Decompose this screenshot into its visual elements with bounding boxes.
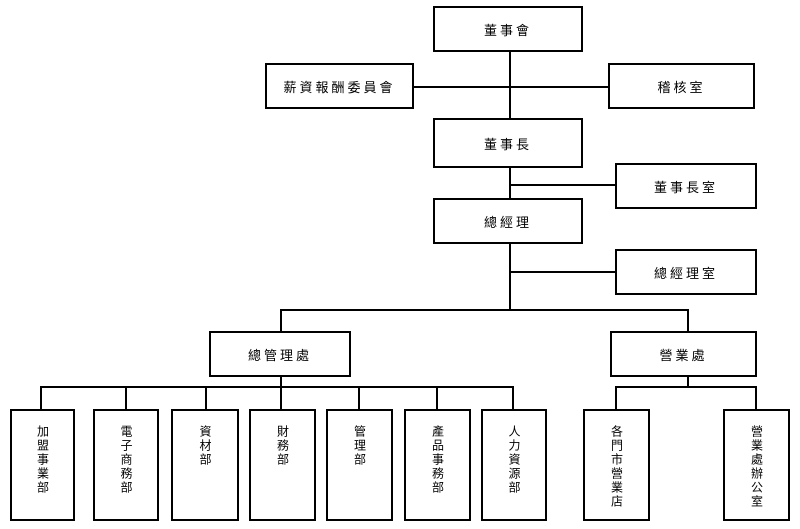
- department-label: 資材部: [198, 425, 212, 467]
- connector-line: [125, 386, 127, 410]
- sales-division-box: 營業處: [610, 331, 757, 377]
- department-label: 加盟事業部: [35, 425, 50, 495]
- department-label: 人力資源部: [507, 425, 521, 495]
- connector-line: [615, 386, 757, 388]
- connector-line: [687, 309, 689, 332]
- department-label: 電子商務部: [119, 425, 133, 495]
- connector-line: [40, 386, 514, 388]
- sales-unit-label: 各門市營業店: [609, 425, 624, 509]
- department-label: 管理部: [352, 425, 367, 467]
- connector-line: [205, 386, 207, 410]
- department-box: 加盟事業部: [10, 409, 75, 521]
- department-box: 管理部: [326, 409, 393, 521]
- president-box: 總經理: [433, 198, 583, 244]
- connector-line: [510, 271, 616, 273]
- audit-office-box: 稽核室: [608, 63, 755, 109]
- chairman-box: 董事長: [433, 118, 583, 168]
- connector-line: [755, 386, 757, 410]
- connector-line: [615, 386, 617, 410]
- connector-line: [280, 386, 282, 410]
- department-box: 電子商務部: [93, 409, 159, 521]
- connector-line: [280, 309, 282, 332]
- connector-line: [280, 376, 282, 387]
- connector-line: [358, 386, 360, 410]
- connector-line: [509, 167, 511, 199]
- sales-unit-box: 各門市營業店: [583, 409, 650, 521]
- general-management-box: 總管理處: [209, 331, 351, 377]
- department-label: 財務部: [275, 425, 290, 467]
- department-label: 產品事務部: [430, 425, 445, 495]
- sales-unit-label: 營業處辦公室: [749, 425, 764, 509]
- president-office-box: 總經理室: [615, 249, 757, 295]
- board-box: 董事會: [433, 6, 583, 52]
- connector-line: [413, 86, 609, 88]
- department-box: 財務部: [249, 409, 316, 521]
- department-box: 資材部: [171, 409, 239, 521]
- connector-line: [40, 386, 42, 410]
- remuneration-committee-box: 薪資報酬委員會: [265, 63, 414, 109]
- sales-unit-box: 營業處辦公室: [723, 409, 790, 521]
- connector-line: [509, 243, 511, 310]
- connector-line: [436, 386, 438, 410]
- chairman-office-box: 董事長室: [615, 163, 757, 209]
- department-box: 人力資源部: [481, 409, 547, 521]
- connector-line: [280, 309, 689, 311]
- connector-line: [509, 51, 511, 119]
- connector-line: [510, 184, 616, 186]
- connector-line: [687, 376, 689, 387]
- department-box: 產品事務部: [404, 409, 471, 521]
- connector-line: [512, 386, 514, 410]
